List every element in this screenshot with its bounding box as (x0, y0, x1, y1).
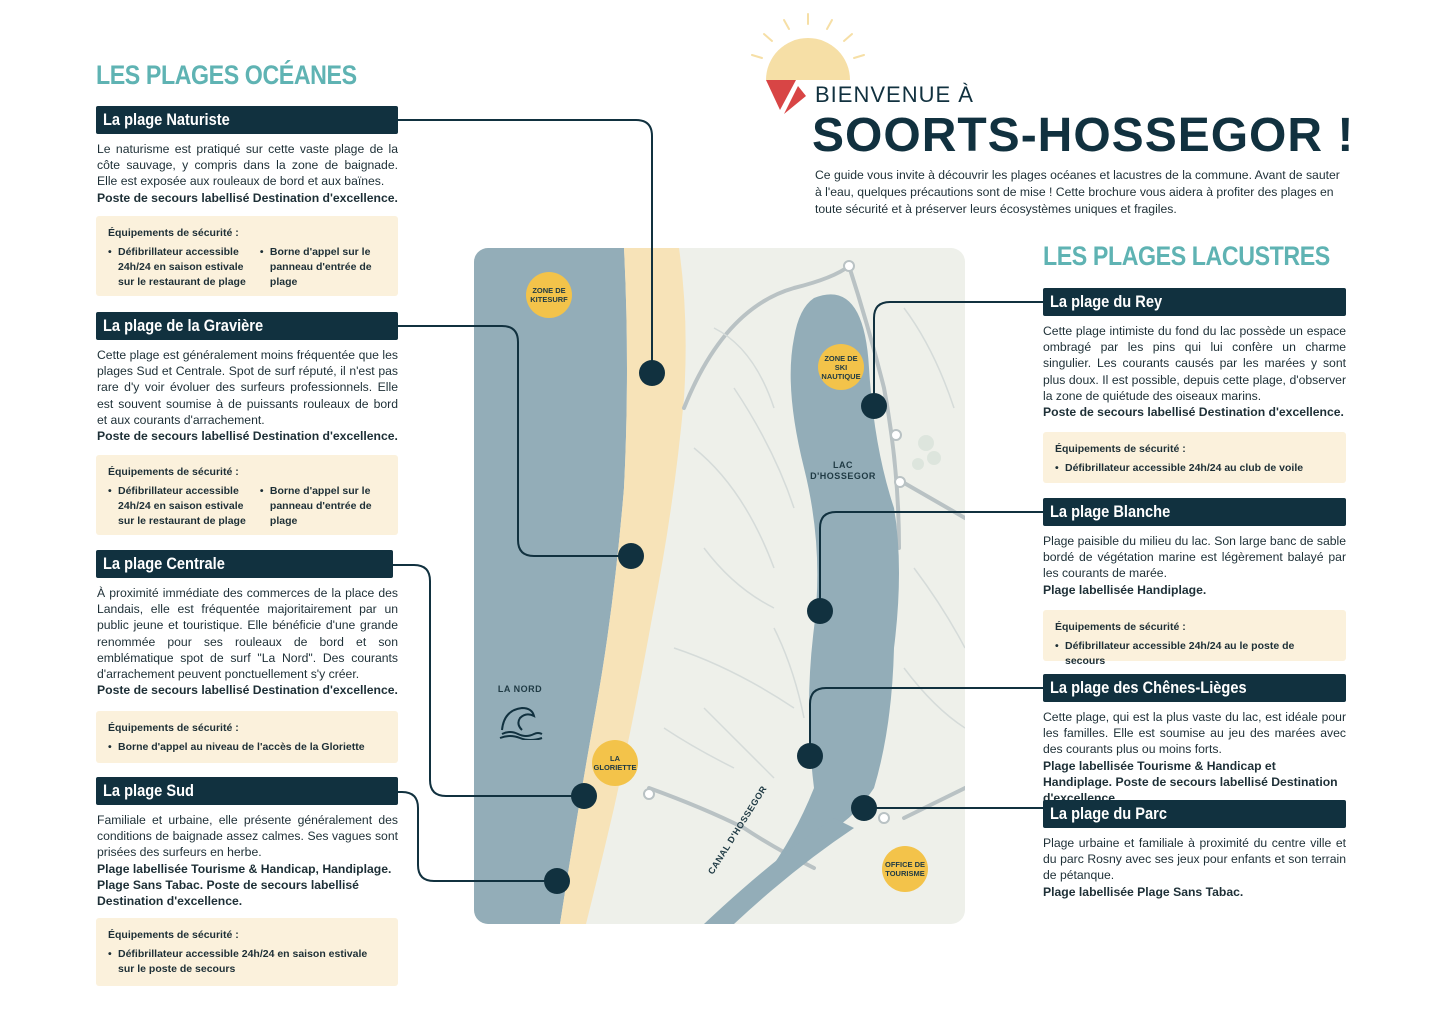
sun-logo-icon (751, 13, 865, 114)
safety-box-centrale: Équipements de sécurité : Borne d'appel … (96, 711, 398, 763)
beach-desc-sud: Familiale et urbaine, elle présente géné… (97, 813, 398, 909)
pin-parc[interactable] (851, 795, 877, 821)
wave-icon (499, 706, 543, 740)
safety-box-sud: Équipements de sécurité : Défibrillateur… (96, 918, 398, 986)
beach-header-blanche: La plage Blanche (1043, 498, 1346, 526)
lake-label: LAC D'HOSSEGOR (810, 460, 876, 481)
safety-box-naturiste: Équipements de sécurité : Défibrillateur… (96, 216, 398, 296)
beach-desc-centrale: À proximité immédiate des commerces de l… (97, 586, 398, 698)
beach-header-naturiste: La plage Naturiste (96, 106, 398, 134)
pin-chenes-lieges[interactable] (797, 743, 823, 769)
beach-header-chenes-lieges: La plage des Chênes-Lièges (1043, 674, 1346, 702)
safety-box-blanche: Équipements de sécurité : Défibrillateur… (1043, 610, 1346, 667)
kitesurf-zone-badge: ZONE DE KITESURF (526, 272, 572, 318)
pin-sud[interactable] (544, 868, 570, 894)
welcome-subtitle: BIENVENUE À (815, 82, 974, 107)
safety-box-graviere: Équipements de sécurité : Défibrillateur… (96, 455, 398, 535)
beach-header-centrale: La plage Centrale (96, 550, 393, 578)
beach-desc-chenes-lieges: Cette plage, qui est la plus vaste du la… (1043, 710, 1346, 806)
pin-naturiste[interactable] (639, 360, 665, 386)
ocean-section-title: LES PLAGES OCÉANES (96, 60, 357, 90)
lake-section-title: LES PLAGES LACUSTRES (1043, 241, 1330, 271)
safety-box-rey: Équipements de sécurité : Défibrillateur… (1043, 432, 1346, 483)
pin-rey[interactable] (861, 393, 887, 419)
beach-map: ZONE DE KITESURF ZONE DE SKI NAUTIQUE LA… (474, 248, 965, 924)
beach-desc-parc: Plage urbaine et familiale à proximité d… (1043, 836, 1346, 899)
beach-desc-blanche: Plage paisible du milieu du lac. Son lar… (1043, 534, 1346, 597)
ski-zone-badge: ZONE DE SKI NAUTIQUE (818, 344, 864, 390)
pin-centrale[interactable] (571, 783, 597, 809)
pin-graviere[interactable] (618, 543, 644, 569)
page-title: SOORTS-HOSSEGOR ! (812, 109, 1355, 162)
beach-header-graviere: La plage de la Gravière (96, 312, 398, 340)
intro-text: Ce guide vous invite à découvrir les pla… (815, 168, 1340, 216)
beach-header-rey: La plage du Rey (1043, 288, 1346, 316)
office-tourisme-badge: OFFICE DE TOURISME (882, 846, 928, 892)
beach-desc-naturiste: Le naturisme est pratiqué sur cette vast… (97, 142, 398, 205)
beach-header-parc: La plage du Parc (1043, 800, 1346, 828)
beach-desc-rey: Cette plage intimiste du fond du lac pos… (1043, 324, 1346, 420)
map-background (474, 248, 965, 924)
la-nord-label: LA NORD (497, 684, 543, 694)
gloriette-badge: LA GLORIETTE (592, 740, 638, 786)
beach-desc-graviere: Cette plage est généralement moins fréqu… (97, 348, 398, 444)
pin-blanche[interactable] (807, 598, 833, 624)
beach-header-sud: La plage Sud (96, 777, 398, 805)
